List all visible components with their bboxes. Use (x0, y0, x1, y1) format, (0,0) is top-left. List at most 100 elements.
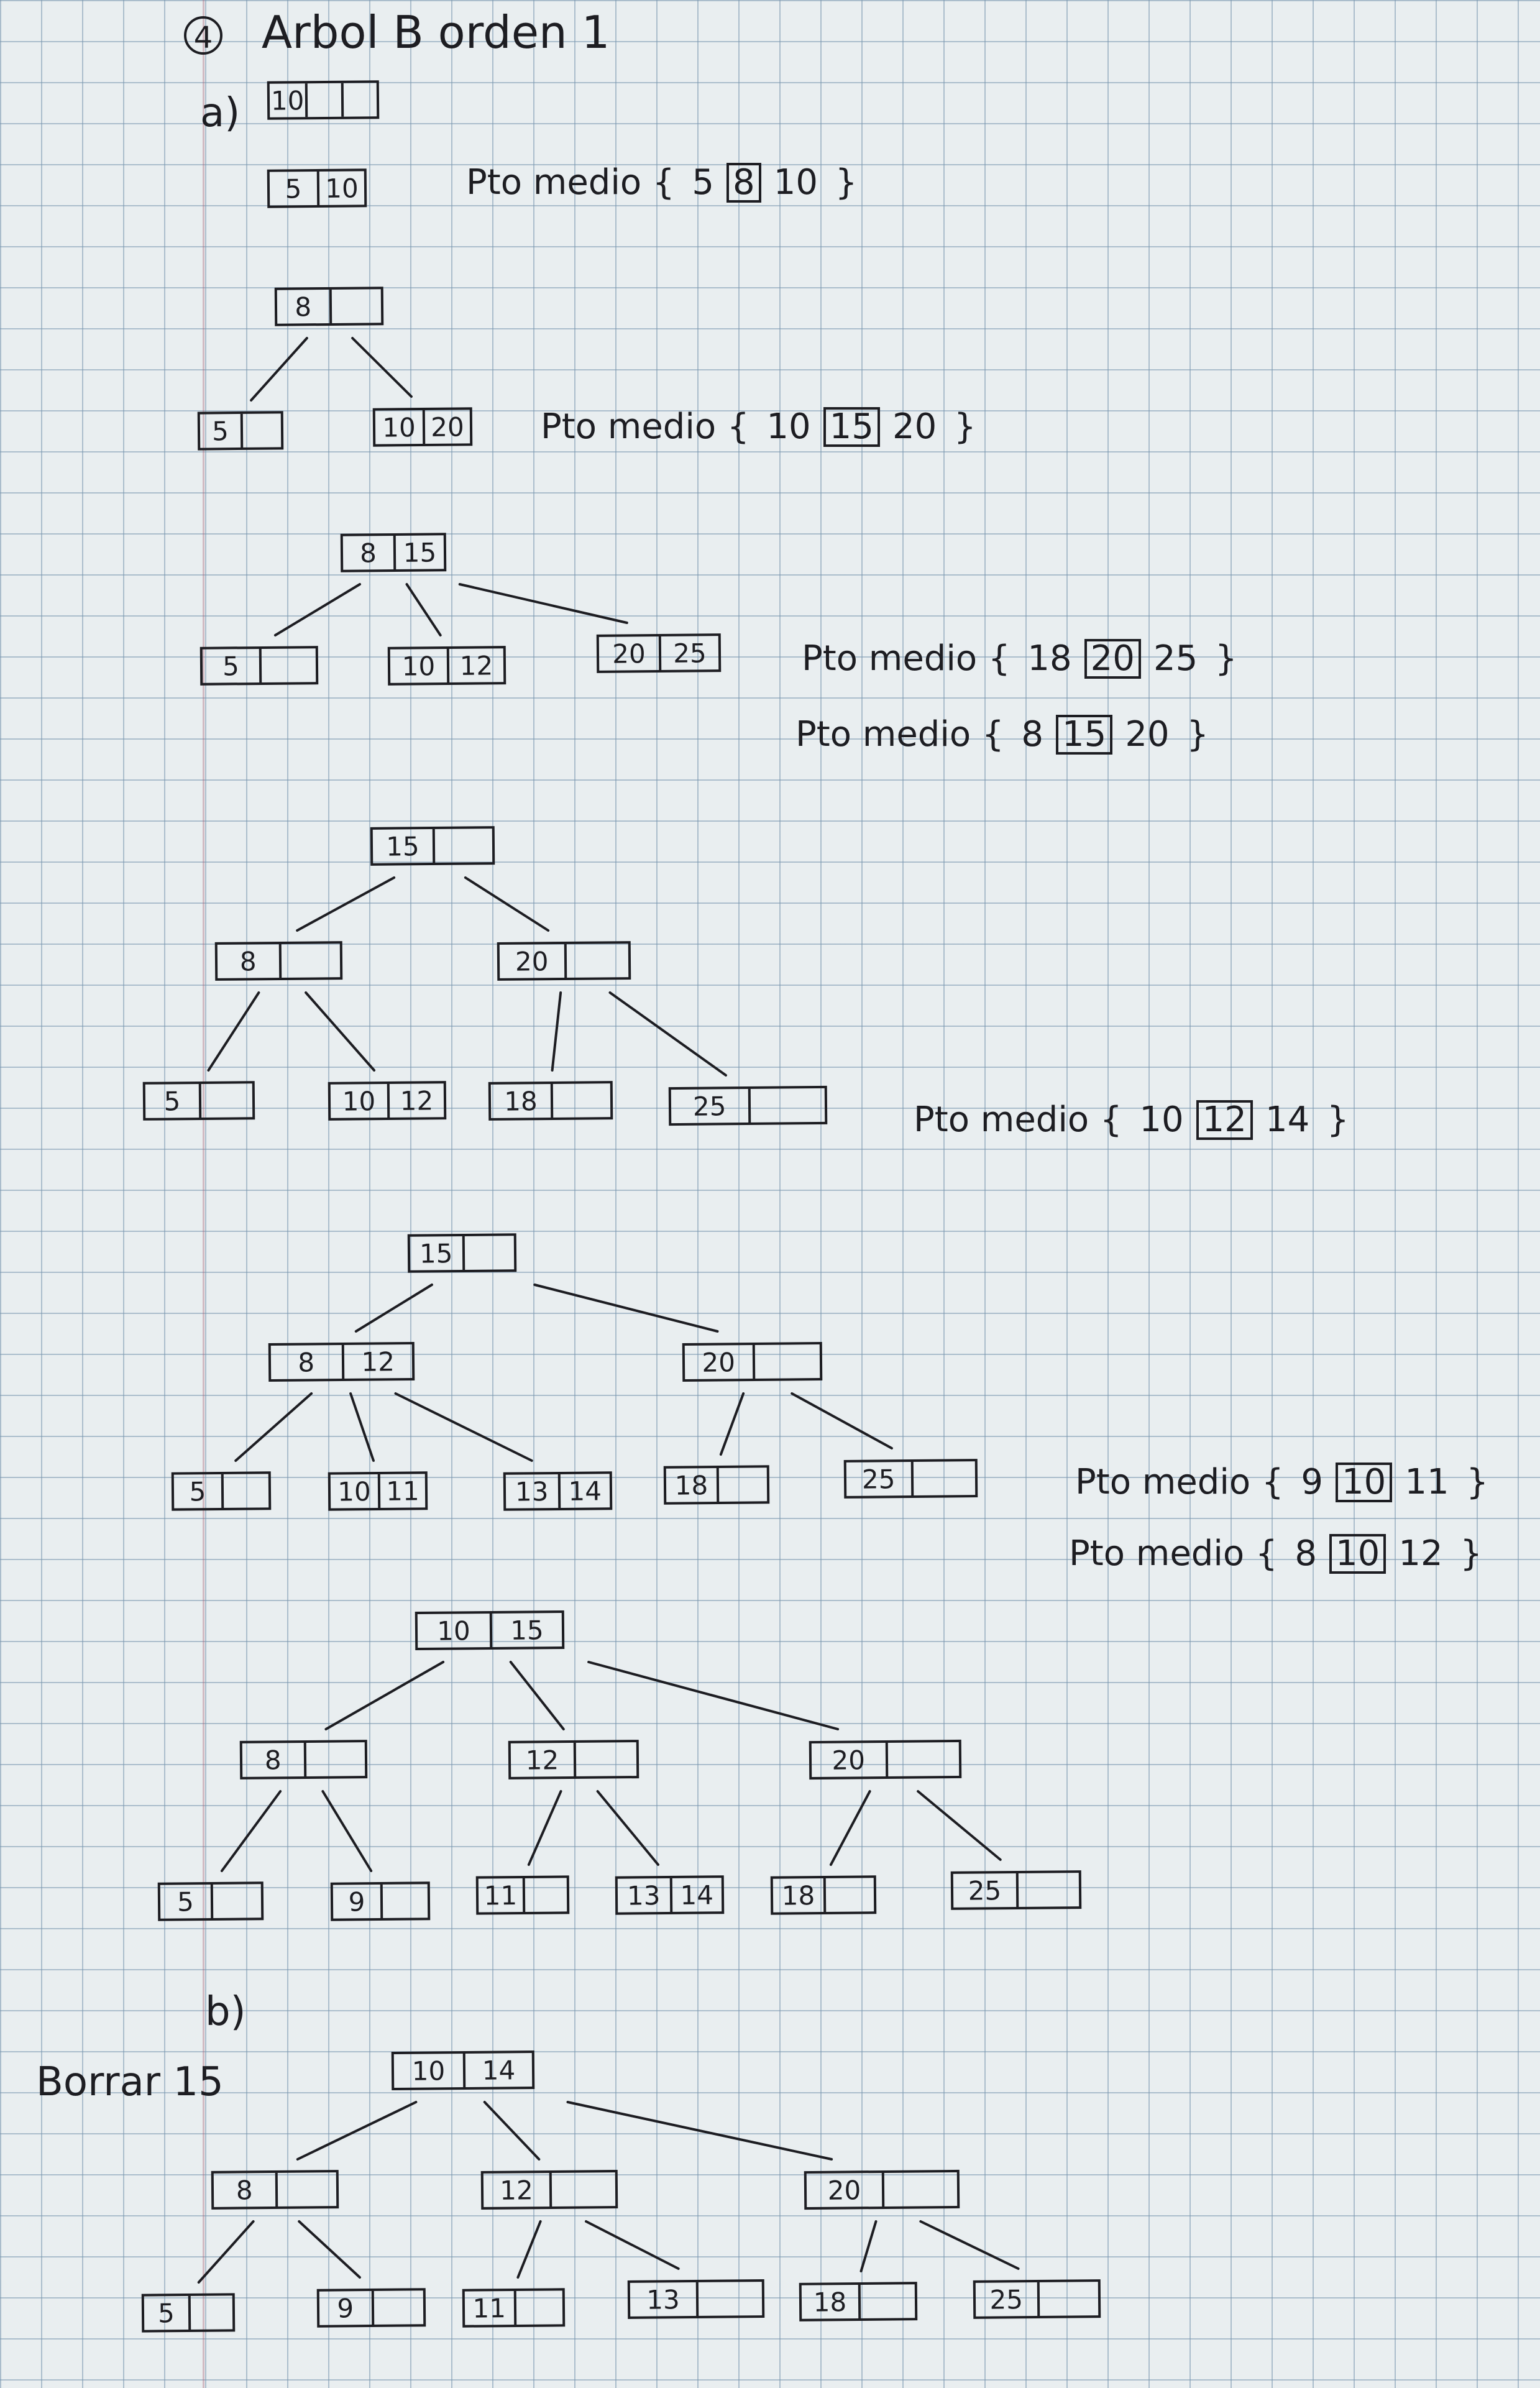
tree-edge (509, 1661, 565, 1730)
btree-node: 13 (627, 2279, 765, 2319)
btree-key-cell: 18 (781, 1880, 815, 1911)
btree-node: 8 (239, 1740, 368, 1780)
btree-key-cell: 18 (813, 2286, 847, 2318)
btree-key-cell (752, 1344, 820, 1379)
medio-median-value: 15 (1056, 715, 1113, 755)
medio-value: 10 (766, 406, 811, 447)
btree-key-cell: 12 (446, 648, 504, 682)
btree-key-cell: 12 (525, 1744, 559, 1776)
tree-edge (321, 1790, 373, 1872)
medio-label: Pto medio (541, 406, 717, 447)
btree-node: 10 12 (328, 1081, 447, 1121)
tree-edge (220, 1790, 282, 1872)
set-brace-open: { (1250, 1462, 1295, 1502)
btree-key-cell (522, 1878, 567, 1912)
btree-key-cell: 10 (437, 1615, 470, 1646)
tree-edge (324, 1661, 445, 1730)
set-brace-close: } (1449, 1533, 1483, 1574)
medio-median-value: 20 (1084, 639, 1141, 679)
btree-node: 18 (663, 1465, 770, 1505)
medio-label: Pto medio (1069, 1533, 1245, 1574)
btree-key-cell (371, 2290, 424, 2325)
btree-key-cell (885, 1742, 960, 1776)
medio-label: Pto medio (802, 638, 978, 679)
set-brace-open: { (977, 638, 1022, 679)
btree-node: 5 (142, 1081, 255, 1121)
btree-node: 8 (274, 287, 384, 326)
btree-key-cell (1015, 1873, 1079, 1907)
btree-key-cell (275, 2172, 337, 2207)
btree-key-cell: 25 (692, 1090, 726, 1122)
btree-key-cell: 10 (401, 650, 436, 682)
btree-key-cell: 25 (968, 1875, 1002, 1906)
set-brace-close: } (823, 162, 858, 203)
tree-edge (273, 583, 361, 636)
medio-median-value: 8 (726, 163, 761, 203)
btree-key-cell: 18 (504, 1085, 538, 1117)
btree-key-cell (716, 1467, 768, 1502)
medio-value: 14 (1265, 1100, 1310, 1140)
btree-key-cell (881, 2172, 958, 2207)
tree-edge (298, 2220, 361, 2279)
tree-edge (859, 2220, 878, 2272)
btree-node: 18 (488, 1081, 613, 1121)
set-brace-close: } (1316, 1100, 1349, 1140)
btree-key-cell: 5 (285, 173, 302, 204)
btree-key-cell: 14 (669, 1878, 722, 1912)
btree-key-cell: 11 (472, 2292, 506, 2324)
tree-edge (197, 2220, 255, 2284)
medio-value: 10 (773, 162, 818, 203)
part-a-label: a) (200, 90, 241, 136)
btree-key-cell (462, 1236, 515, 1270)
medio-value: 18 (1027, 638, 1072, 679)
btree-key-cell (513, 2290, 563, 2325)
btree-node: 5 (171, 1471, 272, 1511)
medio-label: Pto medio (914, 1100, 1089, 1140)
btree-key-cell (210, 1884, 262, 1918)
medio-value: 11 (1405, 1462, 1449, 1502)
tree-edge (527, 1790, 562, 1866)
btree-node: 8 (214, 941, 343, 981)
set-brace-close: } (1175, 714, 1209, 755)
btree-node: 20 (804, 2169, 960, 2210)
tree-edge (533, 1284, 719, 1333)
medio-value: 25 (1153, 638, 1198, 679)
tree-edge (296, 876, 396, 932)
exercise-number: 4 (184, 16, 222, 55)
exercise-title: Arbol B orden 1 (261, 6, 610, 58)
btree-key-cell: 12 (387, 1083, 444, 1118)
btree-key-cell: 5 (163, 1085, 181, 1116)
btree-key-cell: 15 (386, 830, 419, 862)
btree-key-cell: 10 (270, 85, 305, 116)
tree-edge (405, 583, 442, 636)
btree-node: 12 (508, 1740, 639, 1780)
medio-median-value: 10 (1336, 1463, 1393, 1502)
set-brace-open: { (971, 714, 1015, 755)
btree-key-cell: 5 (189, 1476, 206, 1507)
btree-key-cell: 11 (484, 1880, 518, 1911)
tree-edge (483, 2101, 541, 2161)
btree-key-cell: 13 (515, 1476, 549, 1507)
btree-key-cell: 25 (658, 636, 719, 670)
set-brace-close: } (943, 406, 976, 447)
tree-edge (458, 583, 628, 624)
tree-edge (464, 876, 550, 932)
set-brace-close: } (1455, 1462, 1489, 1502)
tree-edge (791, 1392, 893, 1449)
btree-key-cell (823, 1878, 874, 1912)
btree-key-cell (1037, 2282, 1099, 2316)
btree-key-cell: 12 (341, 1344, 413, 1379)
btree-key-cell: 25 (861, 1463, 896, 1495)
tree-edge (551, 991, 562, 1072)
btree-node: 11 (475, 1875, 570, 1915)
btree-key-cell: 10 (342, 1085, 376, 1117)
tree-edge (566, 2101, 833, 2161)
btree-key-cell: 5 (176, 1886, 195, 1917)
